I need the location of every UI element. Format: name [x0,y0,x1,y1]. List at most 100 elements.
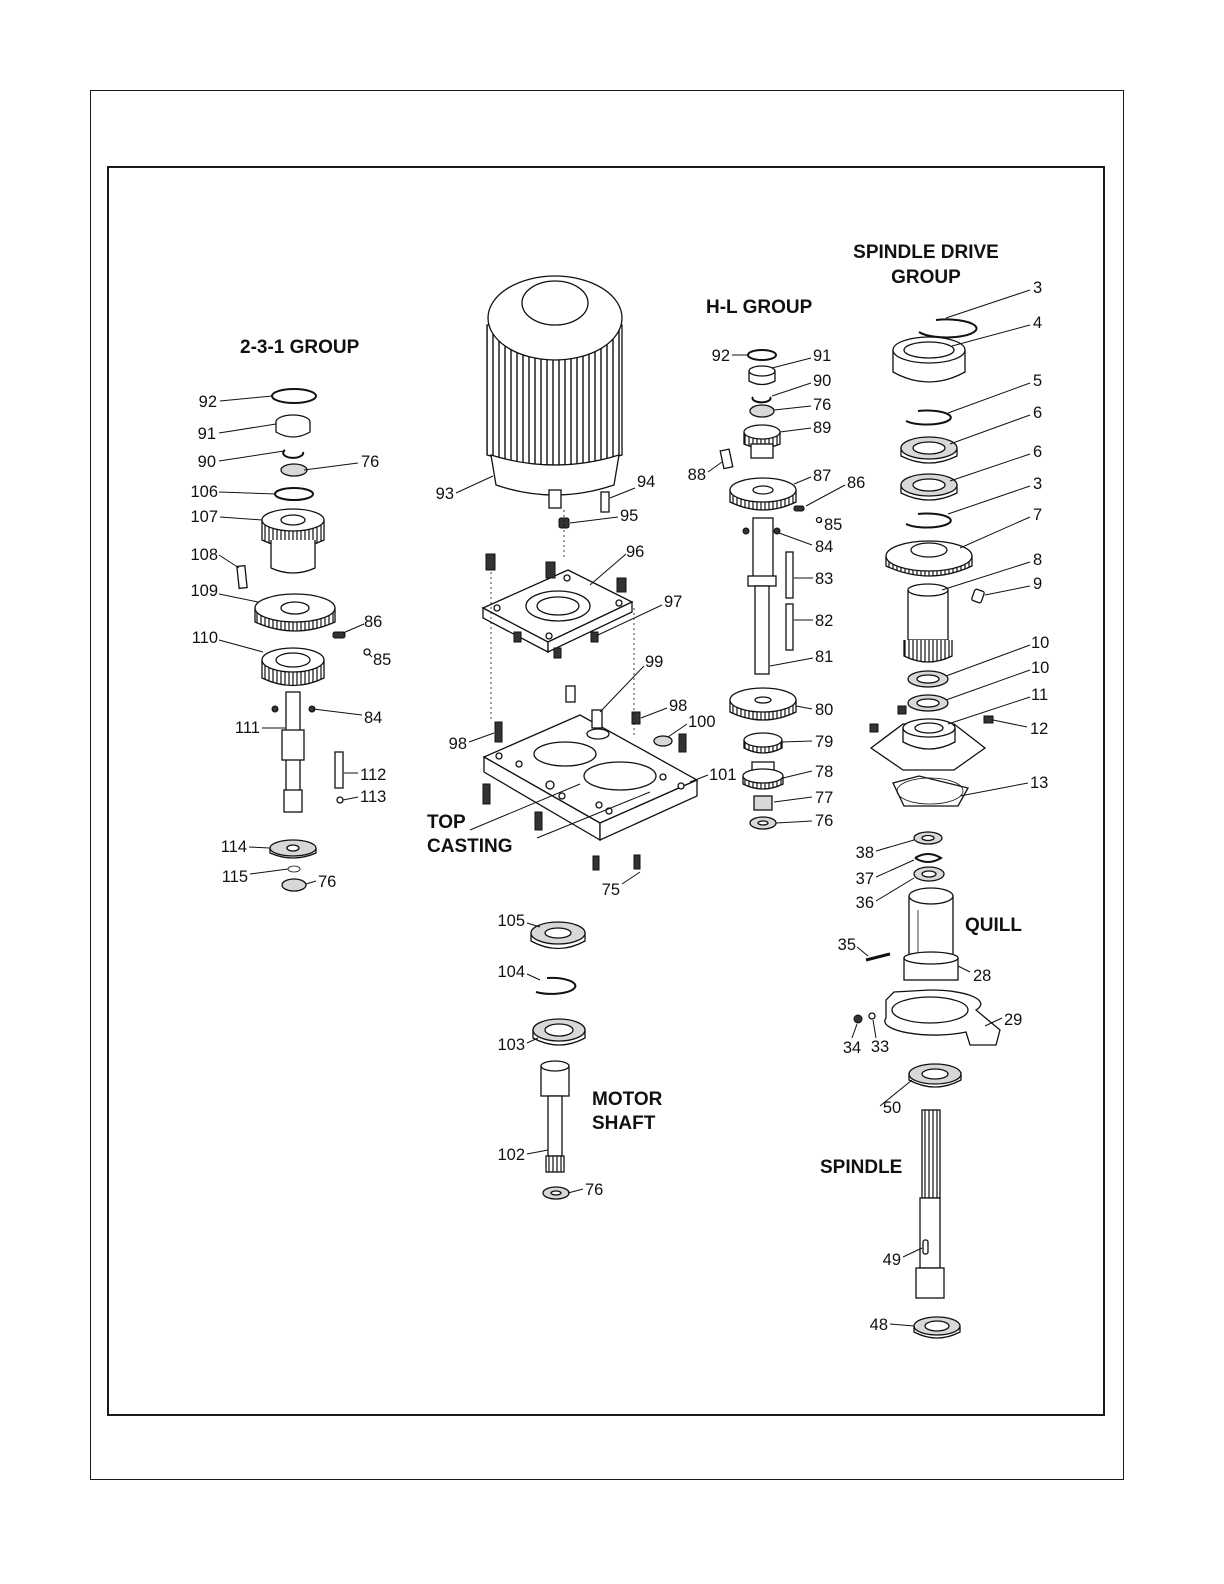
motor-part-93 [486,275,623,509]
diagram-border [107,166,1105,1416]
callout-label: 5 [1033,372,1042,390]
callout-label: 110 [192,629,218,647]
callout-label: 10 [1031,634,1049,652]
callout-label: 87 [813,467,831,485]
callout-label: 93 [436,485,454,503]
callout-label: 107 [190,508,218,526]
callout-label: 12 [1030,720,1048,738]
callout-label: 95 [620,507,638,525]
callout-label: 101 [709,766,737,784]
spindle-parts [908,1063,962,1339]
callout-label: 81 [815,648,833,666]
callout-numbers: 92 91 90 76 106 107 108 109 86 110 85 11… [190,279,1049,1334]
callout-label: 109 [190,582,218,600]
callout-label: 76 [585,1181,603,1199]
callout-label: 36 [856,894,874,912]
hl-group-parts [719,349,823,830]
callout-label: 48 [870,1316,888,1334]
callout-label: 89 [813,419,831,437]
callout-label: 6 [1033,404,1042,422]
callout-label: 92 [199,393,217,411]
callout-label: 111 [235,719,260,737]
callout-label: 114 [221,838,247,856]
callout-label: 76 [318,873,336,891]
callout-label: 92 [712,347,730,365]
callout-label: 98 [669,697,687,715]
callout-label: 105 [497,912,525,930]
callout-label: 38 [856,844,874,862]
callout-label: 115 [222,868,248,886]
callout-label: 91 [813,347,831,365]
group-title-h-l: H-L GROUP [706,297,813,318]
callout-label: 11 [1031,686,1048,704]
quill-parts [853,831,1001,1046]
callout-label: 76 [813,396,831,414]
callout-label: 90 [813,372,831,390]
callout-label: 86 [364,613,382,631]
callout-label: 3 [1033,279,1042,297]
callout-label: 113 [360,788,386,806]
top-casting-part-101 [482,510,699,871]
group-title-top-casting-2: CASTING [427,836,513,857]
callout-label: 106 [190,483,218,501]
callout-label: 7 [1033,506,1042,524]
group-title-2-3-1: 2-3-1 GROUP [240,337,360,358]
motor-shaft-parts [530,921,586,1200]
group-title-motor-shaft-1: MOTOR [592,1089,663,1110]
callout-label: 6 [1033,443,1042,461]
group-title-spindle-drive-2: GROUP [891,267,961,288]
callout-label: 4 [1033,314,1042,332]
callout-label: 83 [815,570,833,588]
callout-label: 84 [364,709,382,727]
callout-label: 85 [373,651,391,669]
leader-lines [218,289,1031,1327]
callout-label: 102 [497,1146,525,1164]
callout-label: 29 [1004,1011,1022,1029]
callout-label: 33 [871,1038,889,1056]
callout-label: 49 [883,1251,901,1269]
callout-label: 108 [190,546,218,564]
callout-label: 75 [602,881,620,899]
callout-label: 94 [637,473,655,491]
callout-label: 79 [815,733,833,751]
outer-page-frame [90,90,1124,1480]
callout-label: 90 [198,453,216,471]
callout-label: 97 [664,593,682,611]
callout-label: 34 [843,1039,861,1057]
callout-label: 35 [838,936,856,954]
callout-label: 8 [1033,551,1042,569]
spindle-drive-parts [869,318,994,807]
callout-label: 85 [824,516,842,534]
group-231-parts [236,388,371,892]
callout-label: 10 [1031,659,1049,677]
callout-label: 103 [497,1036,525,1054]
group-title-top-casting-1: TOP [427,812,466,833]
callout-label: 78 [815,763,833,781]
callout-label: 112 [360,766,386,784]
callout-label: 91 [198,425,216,443]
group-title-spindle: SPINDLE [820,1157,902,1178]
group-title-spindle-drive-1: SPINDLE DRIVE [853,242,999,263]
callout-label: 28 [973,967,991,985]
callout-label: 3 [1033,475,1042,493]
callout-label: 98 [449,735,467,753]
callout-label: 50 [883,1099,901,1117]
top-plate-part-96 [481,491,634,659]
callout-label: 9 [1033,575,1042,593]
callout-label: 84 [815,538,833,556]
callout-label: 76 [361,453,379,471]
callout-label: 104 [497,963,525,981]
callout-label: 100 [688,713,716,731]
callout-label: 76 [815,812,833,830]
callout-label: 80 [815,701,833,719]
callout-label: 77 [815,789,833,807]
group-title-motor-shaft-2: SHAFT [592,1113,656,1134]
callout-label: 86 [847,474,865,492]
callout-label: 37 [856,870,874,888]
callout-label: 88 [688,466,706,484]
group-title-quill: QUILL [965,915,1022,936]
callout-label: 82 [815,612,833,630]
callout-label: 99 [645,653,663,671]
callout-label: 96 [626,543,644,561]
